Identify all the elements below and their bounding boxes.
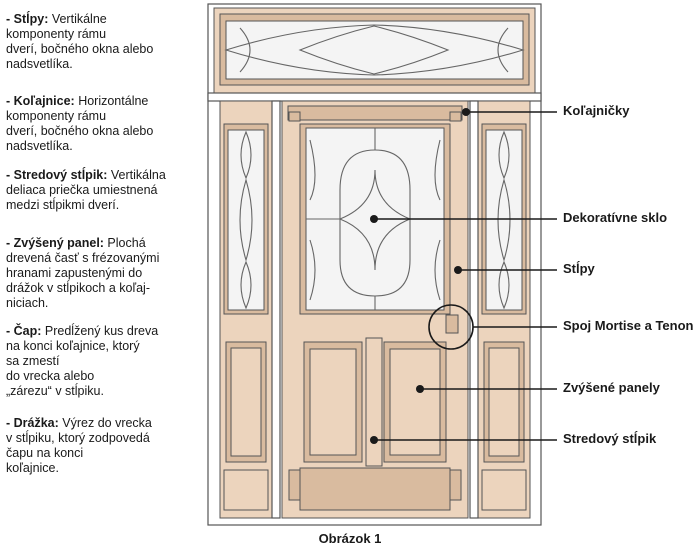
callout-zvysene-panely: Zvýšené panely — [563, 380, 660, 395]
callout-dekorativne-sklo: Dekoratívne sklo — [563, 210, 668, 225]
callout-kolajnicky: Koľajničky — [563, 103, 630, 118]
transom — [213, 7, 536, 94]
legend-term: - Stĺpy: — [6, 12, 49, 26]
legend-term: - Stredový stĺpik: — [6, 168, 108, 182]
legend-definition: Plochá drevená časť s frézovanými hranam… — [6, 236, 160, 310]
legend-cap: - Čap: Predĺžený kus dreva na konci koľa… — [6, 324, 211, 399]
callout-leaders — [370, 108, 557, 444]
legend-definition: Horizontálne komponenty rámu dverí, bočn… — [6, 94, 154, 153]
transom-glass — [225, 20, 524, 80]
figure-caption: Obrázok 1 — [318, 531, 382, 546]
left-sidelight — [219, 100, 273, 519]
callout-stlpy: Stĺpy — [563, 261, 595, 276]
callout-stredovy-stlpik: Stredový stĺpik — [563, 431, 657, 446]
legend-term: - Drážka: — [6, 416, 59, 430]
legend-stlpy: - Stĺpy: Vertikálne komponenty rámu dver… — [6, 12, 211, 72]
callout-spoj-mortise-tenon: Spoj Mortise a Tenon — [563, 318, 694, 333]
legend-zvyseny-panel: - Zvýšený panel: Plochá drevená časť s f… — [6, 236, 211, 311]
legend-drazka: - Drážka: Výrez do vrecka v stĺpiku, kto… — [6, 416, 211, 476]
legend-definition: Vertikálne komponenty rámu dverí, bočnéh… — [6, 12, 154, 71]
legend-term: - Koľajnice: — [6, 94, 75, 108]
legend-definition: Predĺžený kus dreva na konci koľajnice, … — [6, 324, 159, 398]
legend-kolajnice: - Koľajnice: Horizontálne komponenty rám… — [6, 94, 211, 154]
legend-stredovy-stlpik: - Stredový stĺpik: Vertikálna deliaca pr… — [6, 168, 211, 213]
legend-term: - Zvýšený panel: — [6, 236, 104, 250]
legend-definition: Vertikálna deliaca priečka umiestnená me… — [6, 168, 166, 212]
center-stile — [365, 337, 383, 467]
main-door — [281, 100, 469, 519]
legend-definition: Výrez do vrecka v stĺpiku, ktorý zodpove… — [6, 416, 152, 475]
legend-term: - Čap: — [6, 324, 42, 338]
right-sidelight — [477, 100, 531, 519]
